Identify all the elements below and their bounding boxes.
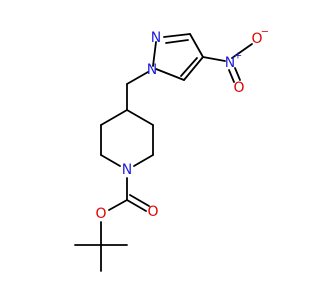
atom-ester-o: O: [95, 206, 106, 222]
bond-pyrazole-c3-c3-double: [165, 39, 189, 44]
bond-n1-ch2: [126, 71, 149, 85]
molecule-structure: N N N + O − O N O O: [74, 27, 269, 272]
atom-nitro-n: N: [225, 55, 235, 71]
molecule-structure-canvas: N N N + O − O N O O: [74, 27, 269, 272]
atom-nitro-o-minus: O: [251, 31, 262, 47]
bond-pyrazole-c4-c5-double: [180, 57, 198, 77]
atom-piperidine-n: N: [122, 162, 132, 178]
bond-pyrazole-c3-c4: [189, 33, 204, 58]
bond-carbonyl-c-o-double-a: [126, 199, 147, 212]
bond-carbonyl-c-o-double-b: [129, 194, 150, 207]
atom-nitro-n-charge: +: [234, 51, 242, 62]
bond-pyrazole-n1-n2: [152, 41, 157, 67]
bond-pyrazole-c4-c5: [183, 56, 204, 81]
bond-pyrazole-c5-n1: [155, 68, 185, 81]
atom-pyrazole-n2: N: [151, 30, 161, 46]
bond-nitro-n-o-double-a: [228, 69, 235, 83]
bond-pip-c4-c3: [126, 109, 154, 126]
bond-nitro-n-o-minus: [231, 43, 253, 59]
atom-nitro-o-minus-charge: −: [261, 27, 269, 38]
atom-carbonyl-o: O: [147, 204, 158, 220]
bond-c4-nitro-n: [202, 56, 226, 62]
bond-carbonyl-c-ester-o: [108, 199, 128, 211]
bond-pip-c5-c4: [100, 109, 128, 126]
atom-nitro-o-double: O: [233, 80, 244, 96]
bond-layer: [74, 33, 253, 272]
bond-pip-c2-n: [133, 154, 154, 167]
bond-nitro-n-o-double-b: [234, 67, 241, 81]
atom-label-layer: N N N + O − O N O O: [95, 27, 269, 223]
bond-pyrazole-n2-c3: [163, 33, 191, 38]
atom-pyrazole-n1: N: [147, 62, 157, 78]
bond-pip-n-c6: [100, 154, 121, 167]
